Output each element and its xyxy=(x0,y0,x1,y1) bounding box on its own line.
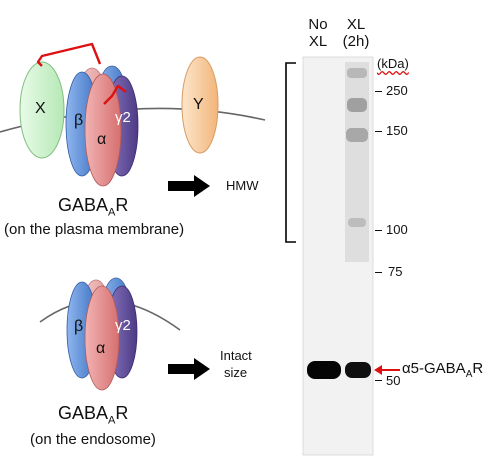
lane-header-xl-line2: (2h) xyxy=(342,33,370,50)
lane-header-xl: XL (2h) xyxy=(334,16,378,50)
endosome-title-main: GABA xyxy=(58,403,109,423)
endo-alpha-subunit-label: α xyxy=(96,340,106,357)
endosome-receptor-title: GABAAR xyxy=(58,403,129,427)
y-subunit-label: Y xyxy=(193,96,204,113)
hmw-arrow xyxy=(168,175,210,197)
band-xl xyxy=(345,362,371,378)
size-label: size xyxy=(224,365,248,380)
endosome-location-label: (on the endosome) xyxy=(30,431,156,448)
hmw-smear xyxy=(345,62,369,262)
hmw-band-170 xyxy=(346,128,368,142)
membrane-title-main: GABA xyxy=(58,195,109,215)
hmw-band-250 xyxy=(347,68,367,78)
endo-gamma2-subunit-label: γ2 xyxy=(115,317,131,334)
lane-header-xl-line1: XL xyxy=(346,16,366,33)
lane-header-no-xl-line1: No xyxy=(308,16,328,33)
membrane-title-sub: A xyxy=(108,206,116,219)
marker-100: 100 xyxy=(386,222,408,237)
intact-size-arrow xyxy=(168,358,210,380)
hmw-band-110 xyxy=(348,218,366,227)
lane-header-no-xl-line2: XL xyxy=(308,33,328,50)
tick-250 xyxy=(375,91,382,92)
band-arrow-head xyxy=(374,365,382,375)
band-label: α5-GABAAR xyxy=(402,360,484,380)
kda-unit-label: (kDa) xyxy=(377,56,409,71)
hmw-bracket xyxy=(285,62,296,243)
marker-50: 50 xyxy=(386,373,401,388)
membrane-location-label: (on the plasma membrane) xyxy=(4,221,185,238)
y-subunit-shape xyxy=(181,56,219,154)
band-label-sub: A xyxy=(465,369,473,380)
alpha-subunit-label: α xyxy=(97,131,107,148)
gamma2-subunit-label: γ2 xyxy=(115,109,131,126)
hmw-label: HMW xyxy=(226,178,259,193)
tick-150 xyxy=(375,131,382,132)
alpha-subunit-shape xyxy=(84,73,122,187)
band-label-tail: R xyxy=(472,360,484,377)
hmw-band-200 xyxy=(347,98,367,112)
x-subunit-label: X xyxy=(35,100,46,117)
endo-alpha-subunit-shape xyxy=(84,285,120,391)
tick-100 xyxy=(375,230,382,231)
marker-150: 150 xyxy=(386,123,408,138)
x-subunit-shape xyxy=(19,61,65,159)
endo-beta-subunit-label: β xyxy=(74,318,84,335)
endosome-title-sub: A xyxy=(108,414,116,427)
membrane-title-tail: R xyxy=(115,195,129,215)
lane-header-no-xl: No XL xyxy=(296,16,340,50)
band-no-xl xyxy=(307,361,341,379)
band-label-main: α5-GABA xyxy=(402,360,466,377)
crosslinker-line xyxy=(36,42,102,67)
tick-75 xyxy=(375,272,382,273)
endosome-title-tail: R xyxy=(115,403,129,423)
marker-75: 75 xyxy=(388,264,403,279)
marker-250: 250 xyxy=(386,83,408,98)
beta-subunit-label: β xyxy=(74,112,84,129)
tick-50 xyxy=(375,380,382,381)
crosslinker-line-2 xyxy=(103,84,127,105)
membrane-receptor-title: GABAAR xyxy=(58,195,129,219)
intact-label: Intact xyxy=(220,348,252,363)
